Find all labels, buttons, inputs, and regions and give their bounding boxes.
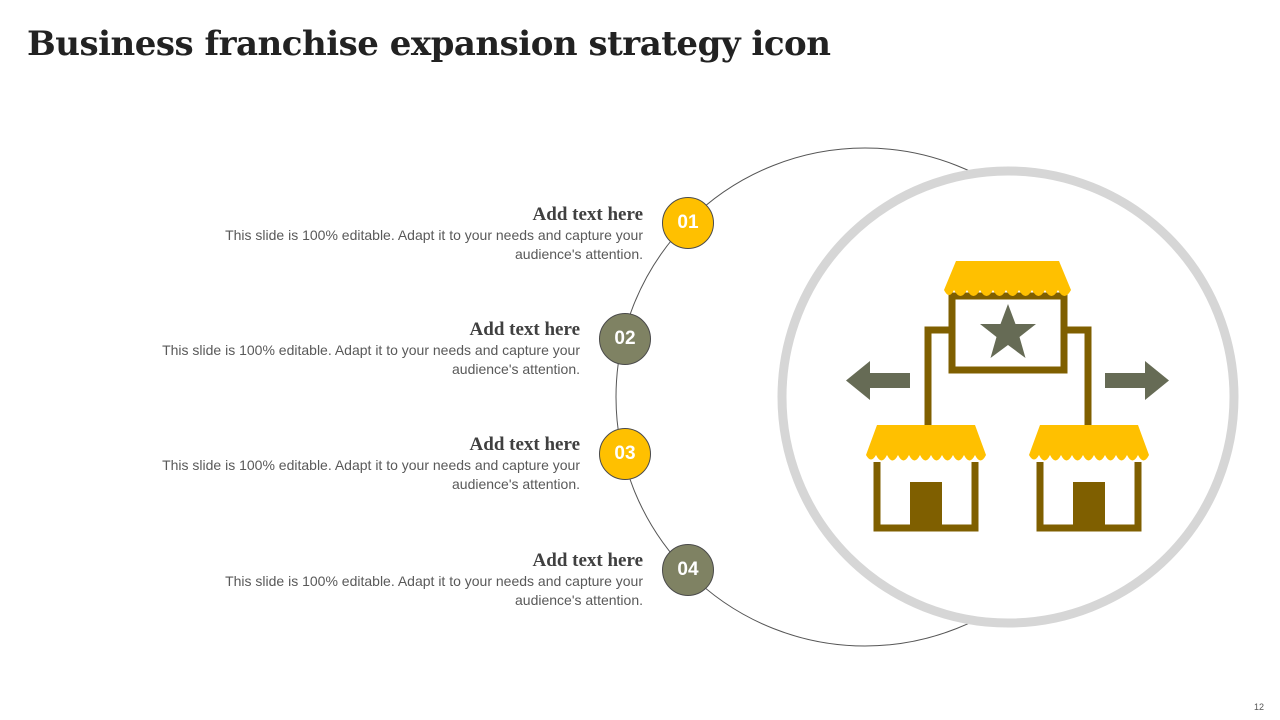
step-badge-03: 03 [599,428,651,480]
item-heading: Add text here [532,204,643,225]
icon-ring-circle [777,166,1239,628]
branch-awning-right [1029,425,1149,461]
step-badge-04: 04 [662,544,714,596]
arrow-left-icon [846,361,910,400]
item-02-text: Add text here This slide is 100% editabl… [100,319,580,379]
arrow-right-icon [1105,361,1169,400]
item-heading: Add text here [469,319,580,340]
item-03-text: Add text here This slide is 100% editabl… [100,434,580,494]
connector-lines [924,326,1092,432]
franchise-stores-icon [846,261,1169,532]
branch-store-right-icon [1029,425,1149,532]
main-store-icon [944,261,1071,374]
branch-awning-left [866,425,986,461]
step-badge-01: 01 [662,197,714,249]
item-01-text: Add text here This slide is 100% editabl… [163,204,643,264]
main-awning [944,261,1071,296]
item-body: This slide is 100% editable. Adapt it to… [225,227,643,262]
page-number: 12 [1253,702,1264,712]
item-body: This slide is 100% editable. Adapt it to… [162,457,580,492]
star-icon [980,304,1036,358]
item-body: This slide is 100% editable. Adapt it to… [225,573,643,608]
item-04-text: Add text here This slide is 100% editabl… [163,550,643,610]
item-body: This slide is 100% editable. Adapt it to… [162,342,580,377]
item-heading: Add text here [532,550,643,571]
item-heading: Add text here [469,434,580,455]
slide-title: Business franchise expansion strategy ic… [27,24,831,64]
branch-store-left-icon [866,425,986,532]
step-badge-02: 02 [599,313,651,365]
